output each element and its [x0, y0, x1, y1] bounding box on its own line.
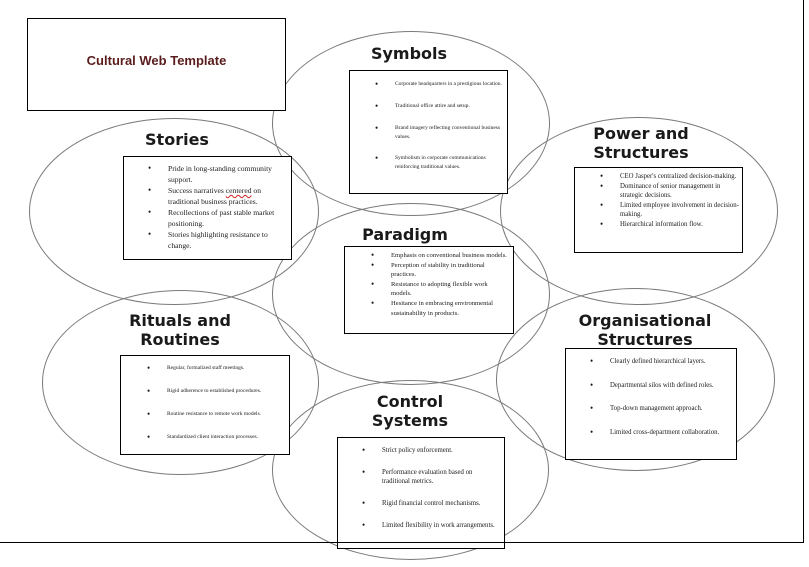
control-box: Strict policy enforcement. Performance e…: [337, 437, 505, 549]
control-item: Limited flexibility in work arrangements…: [362, 521, 500, 531]
symbols-item: Symbolism in corporate communications re…: [375, 154, 503, 172]
control-item: Strict policy enforcement.: [362, 446, 500, 456]
rituals-item: Standardized client interaction processe…: [147, 433, 287, 442]
stories-item: Success narratives centered on tradition…: [148, 185, 288, 207]
power-title-line: Power and: [593, 124, 689, 143]
stories-title: Stories: [145, 130, 209, 149]
power-item: CEO Jasper's centralized decision-making…: [600, 172, 740, 182]
symbols-item: Traditional office attire and setup.: [375, 102, 503, 111]
power-item: Hierarchical information flow.: [600, 220, 740, 230]
rituals-box: Regular, formalized staff meetings. Rigi…: [120, 355, 290, 455]
org-box: Clearly defined hierarchical layers. Dep…: [565, 348, 737, 460]
org-title: Organisational Structures: [570, 311, 720, 349]
power-title: Power and Structures: [571, 124, 711, 162]
power-box: CEO Jasper's centralized decision-making…: [574, 167, 743, 253]
rituals-title: Rituals and Routines: [110, 311, 250, 349]
paradigm-item: Perception of stability in traditional p…: [371, 261, 509, 280]
stories-item-text: on traditional business practices.: [168, 186, 261, 206]
page-bottom-border: [0, 542, 804, 543]
symbols-title: Symbols: [370, 44, 448, 63]
control-title-line: Control: [376, 392, 444, 411]
paradigm-item: Resistance to adopting flexible work mod…: [371, 280, 509, 299]
control-item: Performance evaluation based on traditio…: [362, 468, 500, 487]
rituals-title-line: Rituals and: [129, 311, 231, 330]
org-item: Top-down management approach.: [590, 404, 730, 414]
template-title: Cultural Web Template: [86, 53, 227, 68]
rituals-item: Routine resistance to remote work models…: [147, 410, 287, 419]
paradigm-item: Emphasis on conventional business models…: [371, 251, 509, 261]
stories-item-text: Success narratives: [168, 186, 226, 195]
power-item: Limited employee involvement in decision…: [600, 201, 740, 220]
symbols-box: Corporate headquarters in a prestigious …: [349, 70, 508, 194]
symbols-item: Brand imagery reflecting conventional bu…: [375, 124, 503, 142]
paradigm-item: Hesitance in embracing environmental sus…: [371, 299, 509, 318]
org-title-line: Structures: [597, 330, 693, 349]
org-item: Departmental silos with defined roles.: [590, 381, 730, 391]
power-item: Dominance of senior management in strate…: [600, 182, 740, 201]
stories-item: Pride in long-standing community support…: [148, 163, 288, 185]
rituals-item: Regular, formalized staff meetings.: [147, 364, 287, 373]
control-ellipse: [272, 380, 549, 560]
org-item: Clearly defined hierarchical layers.: [590, 357, 730, 367]
org-title-line: Organisational: [578, 311, 712, 330]
paradigm-title: Paradigm: [362, 225, 448, 244]
stories-item: Stories highlighting resistance to chang…: [148, 229, 288, 251]
control-title-line: Systems: [371, 411, 449, 430]
org-item: Limited cross-department collaboration.: [590, 428, 730, 438]
page-right-border: [803, 0, 804, 543]
paradigm-box: Emphasis on conventional business models…: [344, 246, 514, 334]
power-title-line: Structures: [593, 143, 689, 162]
template-title-box: Cultural Web Template: [27, 18, 286, 111]
control-item: Rigid financial control mechanisms.: [362, 499, 500, 509]
spelling-flag: centered: [225, 186, 252, 195]
control-title: Control Systems: [340, 392, 480, 430]
stories-box: Pride in long-standing community support…: [123, 156, 292, 260]
org-ellipse: [496, 288, 775, 471]
rituals-item: Rigid adherence to established procedure…: [147, 387, 287, 396]
rituals-ellipse: [42, 290, 319, 475]
symbols-item: Corporate headquarters in a prestigious …: [375, 80, 503, 89]
rituals-title-line: Routines: [140, 330, 220, 349]
stories-item: Recollections of past stable market posi…: [148, 207, 288, 229]
